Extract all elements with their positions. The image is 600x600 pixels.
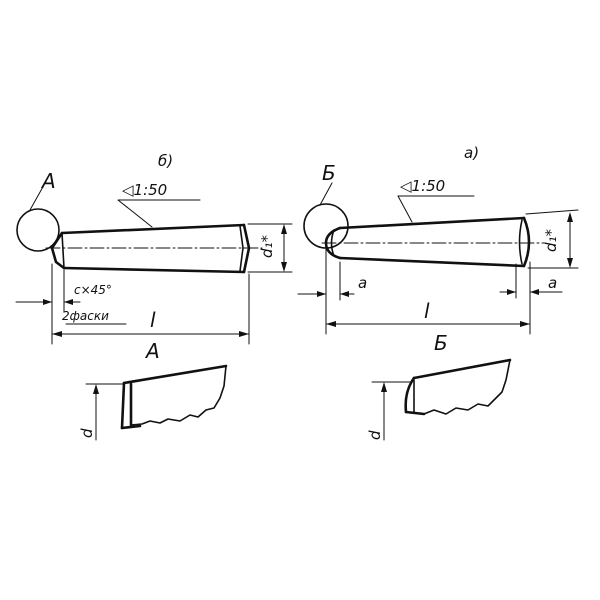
pin-b-chamfer-note: 2фаски xyxy=(62,309,109,323)
pin-b-chamfer-label: c×45° xyxy=(74,283,112,297)
pin-a-top-edge xyxy=(338,216,526,230)
pin-a-caption: а) xyxy=(464,144,479,162)
pin-a-length-arrow-left xyxy=(326,321,336,327)
detail-b-d-label: d xyxy=(366,430,384,440)
pin-b-top-edge xyxy=(60,223,246,235)
pin-a-right-radius-line xyxy=(518,219,523,265)
pin-b-d1-arrow-bottom xyxy=(281,262,287,272)
pin-b-chamfer-arrow-left xyxy=(43,299,52,305)
pin-a-taper-leader xyxy=(397,195,475,223)
pin-b-length-label: l xyxy=(150,308,156,332)
pin-a-length-arrow-right xyxy=(520,321,530,327)
pin-b-detail-mark: А xyxy=(40,169,56,193)
pin-b-bottom-edge xyxy=(62,266,246,274)
detail-b-top-edge xyxy=(412,358,512,380)
detail-a-d-arrow xyxy=(93,384,99,394)
pin-a-right-a-arrow-right xyxy=(530,289,539,295)
pin-b-chamfer-extension-lines xyxy=(51,263,65,345)
pin-b-detail-circle xyxy=(16,208,60,252)
pin-a-bottom-edge xyxy=(338,256,526,268)
pin-a-d1-arrow-top xyxy=(567,212,573,222)
pin-b-chamfer-arrow-right xyxy=(64,299,73,305)
pin-b-taper-label: ◁1:50 xyxy=(122,181,167,199)
pin-a-detail-title: Б xyxy=(434,331,448,355)
pin-a-length-label: l xyxy=(424,299,430,323)
pin-b-caption: б) xyxy=(158,152,173,170)
detail-a-end-face xyxy=(120,381,126,430)
pin-a-d1-extension-lines xyxy=(525,209,579,269)
pin-b-taper-leader xyxy=(117,199,201,228)
pin-a-detail-leader xyxy=(319,182,333,206)
detail-b-d-arrow xyxy=(381,382,387,392)
pin-b-right-chamfer xyxy=(242,223,251,274)
pin-a-left-a-extension-lines xyxy=(325,247,341,335)
pin-a-left-a-arrow-right xyxy=(340,291,349,297)
pin-b-length-arrow-left xyxy=(52,331,62,337)
pin-b-detail-leader xyxy=(29,184,45,211)
pin-b-left-chamfer-line xyxy=(61,232,65,269)
detail-a-bottom-edge xyxy=(120,424,142,430)
pin-b-left-chamfer xyxy=(50,231,66,270)
pin-b-view: б) А ◁1:50 d₁* c×45° 2фаски xyxy=(15,152,293,441)
detail-b-break-line xyxy=(423,359,511,415)
pin-b-d1-arrow-top xyxy=(281,224,287,234)
detail-a-break-line xyxy=(130,365,227,426)
pin-b-detail-view: d xyxy=(78,364,228,441)
pin-b-length-arrow-right xyxy=(239,331,249,337)
pin-a-left-a-arrow-left xyxy=(317,291,326,297)
pin-b-detail-title: А xyxy=(144,339,160,363)
pin-a-d1-arrow-bottom xyxy=(567,258,573,268)
detail-a-d-label: d xyxy=(78,428,96,438)
pin-b-d1-label: d₁* xyxy=(258,234,276,258)
pin-a-right-a-arrow-left xyxy=(507,289,516,295)
detail-b-bottom-edge xyxy=(404,410,426,416)
pin-a-detail-mark: Б xyxy=(322,161,336,185)
pin-b-right-chamfer-line xyxy=(239,225,244,272)
pin-a-left-a-label: a xyxy=(358,274,367,292)
pin-a-detail-view: d xyxy=(366,358,512,441)
pin-a-right-round-end xyxy=(522,216,531,268)
pin-a-d1-label: d₁* xyxy=(542,228,560,252)
pin-a-right-a-label: a xyxy=(548,274,557,292)
pin-b-d1-extension-lines xyxy=(247,223,293,273)
detail-a-top-edge xyxy=(122,364,228,385)
detail-b-rounded-end xyxy=(404,376,416,414)
pin-a-view: а) Б ◁1:50 d₁* a a xyxy=(297,144,579,441)
pin-a-taper-label: ◁1:50 xyxy=(400,177,445,195)
